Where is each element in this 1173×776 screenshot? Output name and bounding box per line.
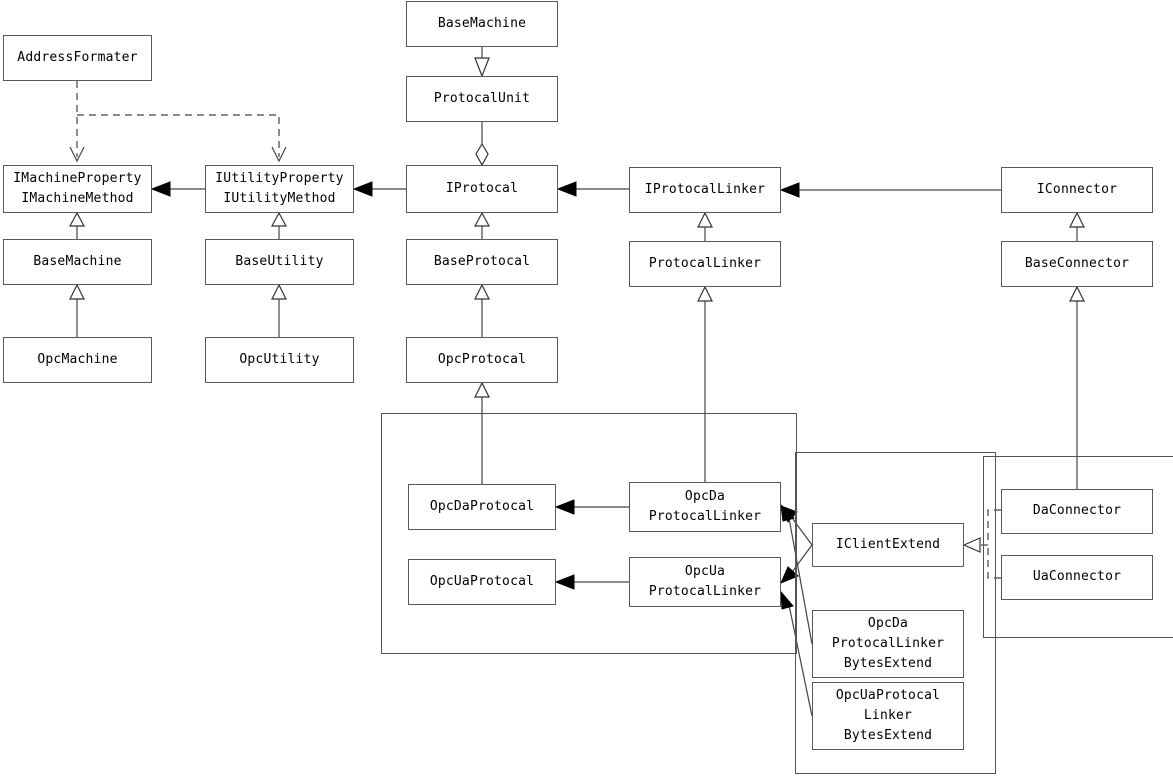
edge-iprotocal-to-iutilityproperty [352,181,406,197]
class-box-opc-machine[interactable]: OpcMachine [3,337,152,383]
class-box-opc-utility[interactable]: OpcUtility [205,337,354,383]
class-box-opc-ua-bytes-extend[interactable]: OpcUaProtocal Linker BytesExtend [812,682,964,750]
edge-opcutility-to-baseutility [271,283,287,337]
edge-protocalunit-to-iprotocal [475,122,489,167]
edge-iprotocallinker-to-iprotocal [556,181,629,197]
class-box-protocal-linker[interactable]: ProtocalLinker [629,241,781,287]
class-box-imachine-property[interactable]: IMachineProperty IMachineMethod [3,165,152,213]
class-box-opc-protocal[interactable]: OpcProtocal [406,337,558,383]
edge-baseutility-to-iutilityproperty [270,211,288,239]
class-box-iconnector[interactable]: IConnector [1001,167,1153,213]
class-box-base-machine[interactable]: BaseMachine [3,239,152,285]
class-box-base-machine-top[interactable]: BaseMachine [406,1,558,47]
group-protocal-impl [381,413,797,654]
class-box-address-formater[interactable]: AddressFormater [3,35,152,81]
class-box-base-utility[interactable]: BaseUtility [205,239,354,285]
class-box-protocal-unit[interactable]: ProtocalUnit [406,76,558,122]
class-box-iprotocal-linker[interactable]: IProtocalLinker [629,167,781,213]
class-box-iclient-extend[interactable]: IClientExtend [812,523,964,567]
class-box-opc-da-protocal[interactable]: OpcDaProtocal [408,484,556,530]
edge-protocallinker-to-iprotocallinker [697,211,713,241]
class-box-iutility-property[interactable]: IUtilityProperty IUtilityMethod [205,165,354,213]
group-connectors [983,456,1173,638]
edge-addressformater-to-imachineproperty [69,81,85,163]
edge-baseprotocal-to-iprotocal [473,211,491,239]
class-box-opc-ua-protocal[interactable]: OpcUaProtocal [408,559,556,605]
class-box-opc-da-bytes-extend[interactable]: OpcDa ProtocalLinker BytesExtend [812,610,964,678]
edge-iconnector-to-iprotocallinker [779,182,1001,198]
class-box-da-connector[interactable]: DaConnector [1001,489,1153,534]
edge-addressformater-to-iutilityproperty [77,114,287,163]
edge-basemachine-to-imachineproperty [68,211,86,239]
class-box-base-connector[interactable]: BaseConnector [1001,241,1153,287]
edge-basemachine-to-protocalunit [474,47,490,78]
edge-iutilityproperty-to-imachineproperty [150,181,205,197]
class-box-opc-da-protocal-linker[interactable]: OpcDa ProtocalLinker [629,482,781,532]
class-box-iprotocal[interactable]: IProtocal [406,165,558,213]
edge-baseconnector-to-iconnector [1069,211,1085,241]
class-box-base-protocal[interactable]: BaseProtocal [406,239,558,285]
edge-opcmachine-to-basemachine [69,283,85,337]
class-box-opc-ua-protocal-linker[interactable]: OpcUa ProtocalLinker [629,557,781,607]
edge-opcprotocal-to-baseprotocal [474,283,490,337]
class-box-ua-connector[interactable]: UaConnector [1001,555,1153,600]
